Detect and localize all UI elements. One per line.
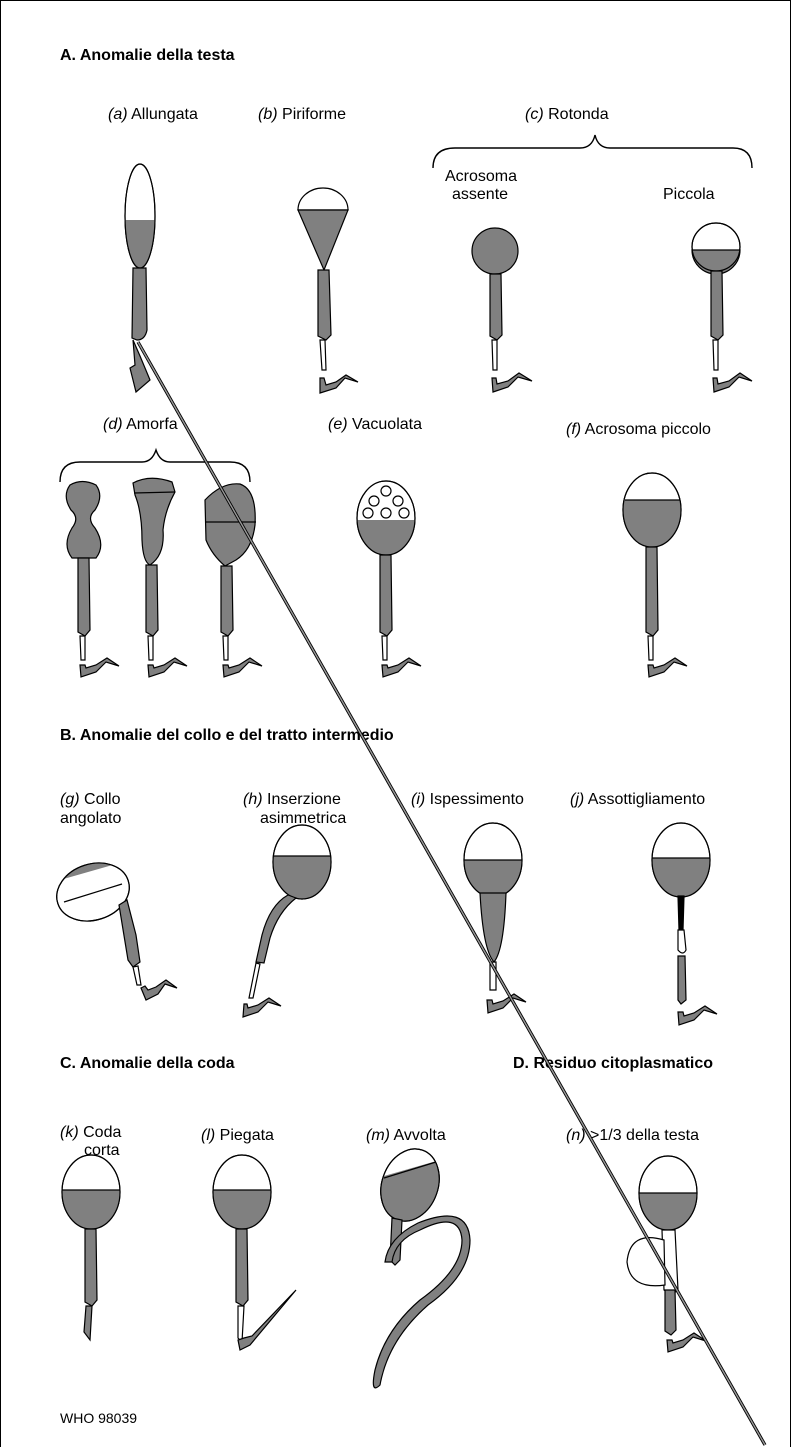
sperm-i-thick-midpiece: [460, 823, 530, 1013]
sperm-l-bent-tail: [210, 1155, 296, 1350]
sperm-g-bent-neck: [49, 840, 177, 1000]
sperm-j-thin-midpiece: [650, 823, 720, 1025]
sperm-d-amorphous-1: [66, 482, 119, 678]
sperm-b-pyriform: [298, 188, 358, 393]
sperm-c-round-no-acrosome: [472, 228, 532, 392]
sperm-c-small-round: [692, 223, 752, 392]
sperm-k-short-tail: [60, 1155, 130, 1340]
sperm-f-small-acrosome: [620, 473, 690, 677]
sperm-e-vacuolated: [350, 481, 422, 677]
sperm-m-coiled-tail: [370, 1141, 470, 1388]
sperm-d-amorphous-2: [133, 478, 187, 677]
sperm-a-elongated: [120, 164, 160, 392]
sperm-h-asymmetric-insertion: [243, 825, 340, 1017]
